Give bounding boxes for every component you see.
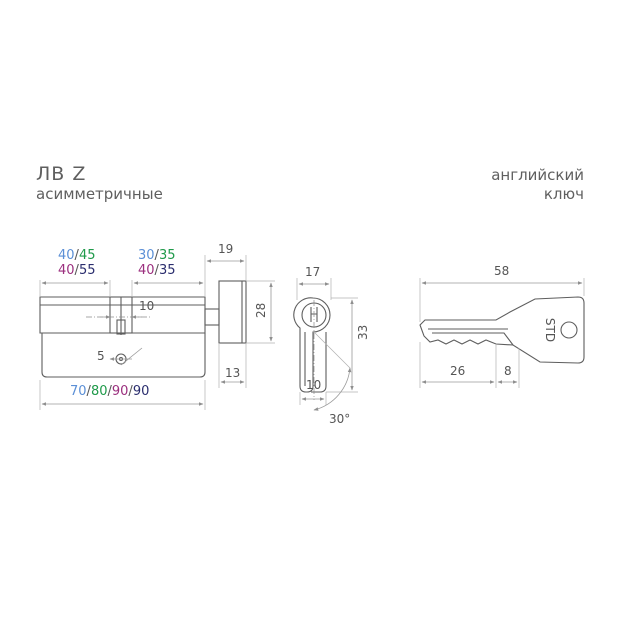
cylinder-side-view	[39, 280, 247, 378]
dim-profile: 17 33 10 30°	[296, 265, 370, 426]
cylinder-lower-body	[41, 333, 206, 378]
key-grooves	[428, 328, 514, 346]
cylinder-upper-body	[39, 296, 206, 334]
overall-lengths-label: 70/80/90/90	[70, 384, 149, 399]
cam-tab	[116, 319, 126, 335]
product-title: ЛВ Z	[36, 163, 86, 185]
dim-angle: 30°	[329, 412, 350, 426]
key-type-line1: английский	[491, 166, 584, 184]
dim-knob-height: 28	[254, 303, 268, 318]
key-type-line2: ключ	[544, 185, 584, 203]
key-bow-hole	[560, 321, 578, 339]
dim-cam-width: 10	[100, 299, 154, 319]
dim-profile-height: 33	[356, 325, 370, 340]
size-pair-2-top: 30/35	[138, 248, 175, 263]
size-pair-2-bottom: 40/35	[138, 263, 175, 278]
dim-knob-length: 19	[218, 242, 233, 256]
size-pairs: 40/45 40/55 30/35 40/35	[39, 248, 206, 297]
dim-key-blade: 26	[450, 364, 465, 378]
cylinder-profile-view	[293, 297, 331, 400]
dim-knob-stem: 13	[225, 366, 240, 380]
dim-key-total: 58	[494, 264, 509, 278]
profile-outline	[293, 297, 331, 393]
key-stamp: STD	[543, 318, 557, 342]
dim-overall-length: 70/80/90/90	[39, 380, 206, 410]
knob-body	[218, 280, 247, 344]
dim-key-tip: 8	[504, 364, 512, 378]
svg-text:10: 10	[139, 299, 154, 313]
product-subtitle: асимметричные	[36, 185, 163, 203]
dim-knob: 19 28 13	[204, 242, 275, 388]
dim-cam-offset: 5	[97, 349, 105, 363]
size-pair-1-top: 40/45	[58, 248, 95, 263]
key-drawing: STD	[419, 296, 585, 364]
dim-key: 58 26 8	[419, 264, 585, 388]
key-outline	[419, 296, 585, 364]
dim-profile-bottom: 10	[306, 378, 321, 392]
size-pair-1-bottom: 40/55	[58, 263, 95, 278]
dim-profile-width: 17	[305, 265, 320, 279]
knob-stem	[204, 308, 220, 326]
